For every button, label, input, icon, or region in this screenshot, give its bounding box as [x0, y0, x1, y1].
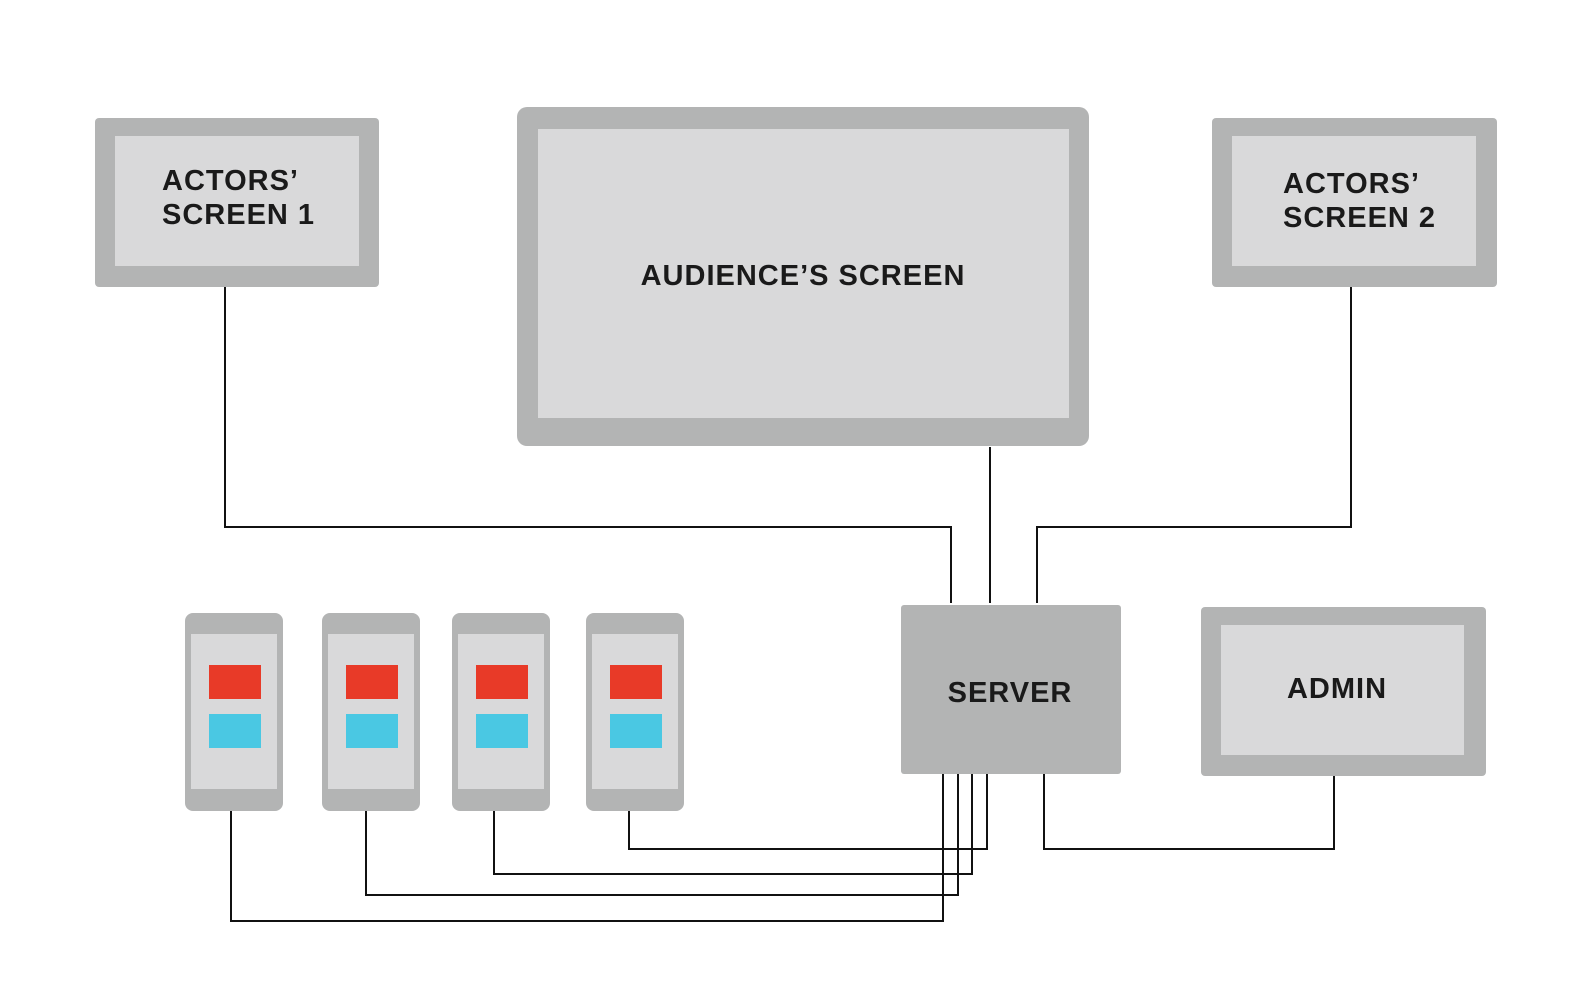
connectors	[224, 285, 1352, 922]
server: SERVER	[901, 605, 1121, 774]
edge-phone-3-to-server	[493, 773, 973, 875]
actors-screen-2-display	[1232, 136, 1476, 266]
phone-3-blue-button	[476, 714, 528, 748]
audience-screen-label: AUDIENCE’S SCREEN	[641, 260, 966, 292]
phone-2-red-button	[346, 665, 398, 699]
phone-1-blue-button	[209, 714, 261, 748]
admin: ADMIN	[1201, 607, 1486, 776]
phone-3-red-button	[476, 665, 528, 699]
edge-actors-screen-1-to-server	[224, 285, 952, 603]
audience-screen-display	[538, 129, 1069, 418]
server-box	[901, 605, 1121, 774]
phone-4-red-button	[610, 665, 662, 699]
phone-4-blue-button	[610, 714, 662, 748]
admin-display	[1221, 625, 1464, 755]
actors-screen-1-display	[115, 136, 359, 266]
actors-screen-2-label-line1: ACTORS’	[1283, 168, 1420, 200]
phone-4	[586, 613, 684, 811]
edge-phone-4-to-server	[628, 773, 988, 850]
actors-screen-1-label-line2: SCREEN 1	[162, 199, 315, 231]
phone-1-screen	[191, 634, 277, 789]
phone-2-blue-button	[346, 714, 398, 748]
edge-phone-1-to-server	[230, 773, 944, 922]
edge-server-to-admin	[1043, 773, 1335, 850]
actors-screen-1-label-line1: ACTORS’	[162, 165, 299, 197]
audience-screen: AUDIENCE’S SCREEN	[517, 107, 1089, 446]
actors-screen-1: ACTORS’ SCREEN 1	[95, 118, 379, 287]
edge-phone-2-to-server	[365, 773, 959, 896]
phone-2-screen	[328, 634, 414, 789]
phone-3-screen	[458, 634, 544, 789]
admin-label: ADMIN	[1287, 673, 1387, 705]
server-label: SERVER	[948, 677, 1073, 709]
actors-screen-2: ACTORS’ SCREEN 2	[1212, 118, 1497, 287]
phone-1	[185, 613, 283, 811]
phone-1-red-button	[209, 665, 261, 699]
actors-screen-2-label-line2: SCREEN 2	[1283, 202, 1436, 234]
phone-4-screen	[592, 634, 678, 789]
phone-2	[322, 613, 420, 811]
edge-actors-screen-2-to-server	[1036, 285, 1352, 603]
phone-3	[452, 613, 550, 811]
